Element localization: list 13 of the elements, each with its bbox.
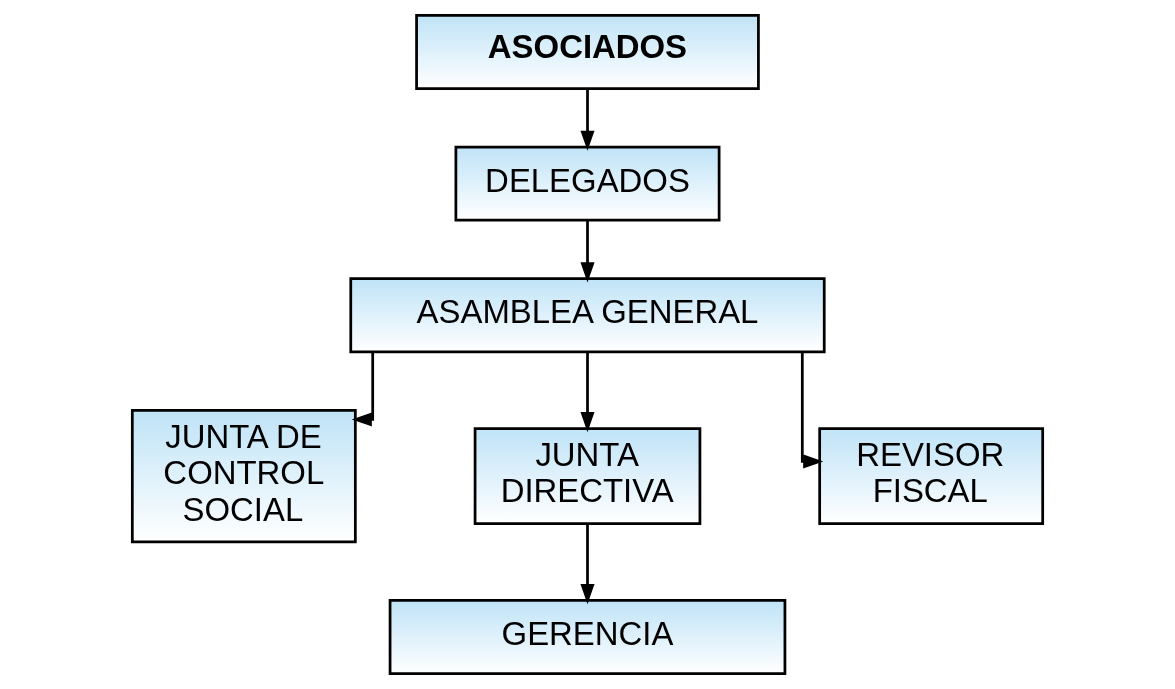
arrow — [351, 352, 375, 427]
arrow — [580, 220, 595, 283]
node-box: DELEGADOS — [454, 145, 721, 222]
node-box: ASOCIADOS — [415, 14, 760, 90]
node-box: REVISOR FISCAL — [818, 427, 1045, 525]
node-box: ASAMBLEA GENERAL — [349, 277, 826, 354]
node-box: GERENCIA — [388, 599, 787, 675]
arrow — [580, 352, 595, 433]
arrow — [800, 352, 824, 469]
node-box: JUNTA DE CONTROL SOCIAL — [130, 408, 357, 544]
arrow — [580, 524, 595, 605]
arrow — [580, 88, 595, 151]
node-box: JUNTA DIRECTIVA — [473, 427, 702, 525]
